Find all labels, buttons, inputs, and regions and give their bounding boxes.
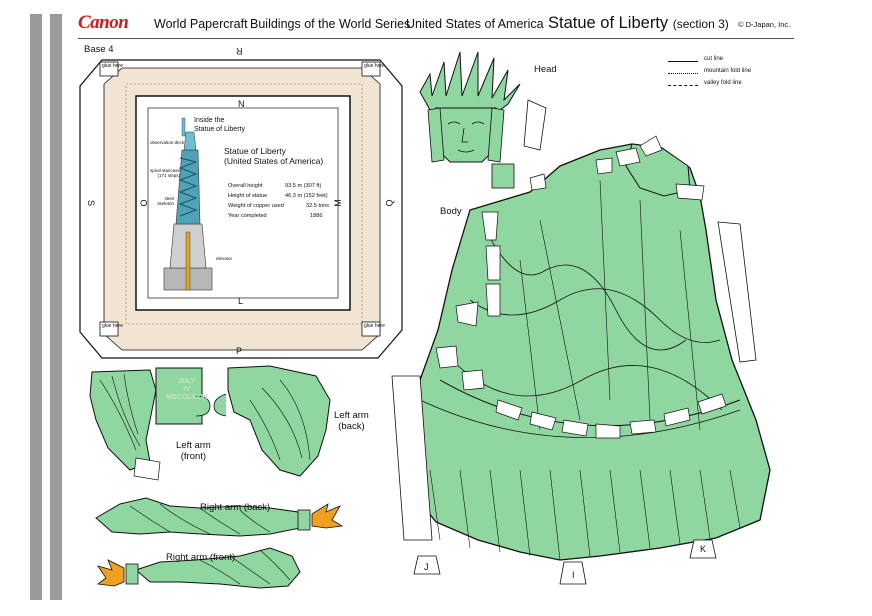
body-label: Body (440, 206, 462, 217)
body-tab-k: K (700, 544, 707, 554)
edge-letter-p: P (236, 346, 243, 356)
header-rule (78, 38, 794, 39)
series-name: World Papercraft (154, 17, 248, 31)
collection-name: Buildings of the World Series (250, 17, 411, 31)
edge-letter-r: R (236, 46, 243, 56)
legend-item-cut: cut line (668, 56, 778, 68)
tablet-inscription: JULY IV MDCCLXXVI (166, 378, 208, 401)
copyright: © D-Japan, Inc. (738, 20, 791, 29)
right-arm-back-piece (95, 497, 344, 537)
binding-stripe-left (30, 14, 42, 600)
body-tab-i: I (572, 570, 575, 580)
binding-stripe-right (50, 14, 62, 600)
callout-observation-deck: observation deck (150, 140, 185, 145)
inner-letter-l: L (238, 296, 244, 306)
inside-caption: Inside the Statue of Liberty (194, 117, 245, 133)
glue-label: glue here (364, 63, 385, 69)
page-title: Statue of Liberty (section 3) (548, 14, 729, 33)
right-arm-back-label: Right arm (back) (200, 502, 271, 513)
edge-letter-s: S (86, 199, 97, 207)
inner-letter-n: N (238, 99, 245, 109)
left-arm-front-piece (89, 367, 211, 481)
page-header: Canon World Papercraft Buildings of the … (78, 12, 798, 38)
country-name: United States of America (406, 17, 544, 31)
line-legend: cut line mountain fold line valley fold … (668, 56, 778, 92)
body-piece (391, 135, 771, 585)
head-label: Head (534, 64, 557, 75)
glue-label: glue here (102, 63, 123, 69)
callout-elevator: elevator (216, 256, 233, 261)
right-arm-front-label: Right arm (front) (166, 552, 236, 563)
callout-steel-skeleton: steel skeleton (157, 196, 174, 206)
left-arm-back-piece (213, 365, 331, 477)
base-label: Base 4 (84, 44, 114, 55)
body-tab-j: J (424, 562, 429, 572)
left-arm-back-label: Left arm (back) (334, 410, 369, 432)
glue-label: glue here (102, 323, 123, 329)
section-label: (section 3) (672, 17, 729, 31)
statue-info-title: Statue of Liberty (United States of Amer… (224, 146, 324, 166)
brand-logo: Canon (78, 12, 129, 33)
inner-letter-m: M (332, 199, 343, 207)
left-arm-front-label: Left arm (front) (176, 440, 211, 462)
legend-item-valley: valley fold line (668, 80, 778, 92)
callout-spiral-staircase: spiral staircase (171 steps) (150, 168, 181, 178)
inner-letter-o: O (138, 199, 149, 207)
right-arm-front-piece (96, 547, 301, 589)
glue-label: glue here (364, 323, 385, 329)
legend-item-mountain: mountain fold line (668, 68, 778, 80)
base-piece (79, 59, 403, 359)
title-text: Statue of Liberty (548, 14, 669, 32)
edge-letter-q: Q (384, 199, 395, 207)
head-piece (419, 51, 547, 189)
